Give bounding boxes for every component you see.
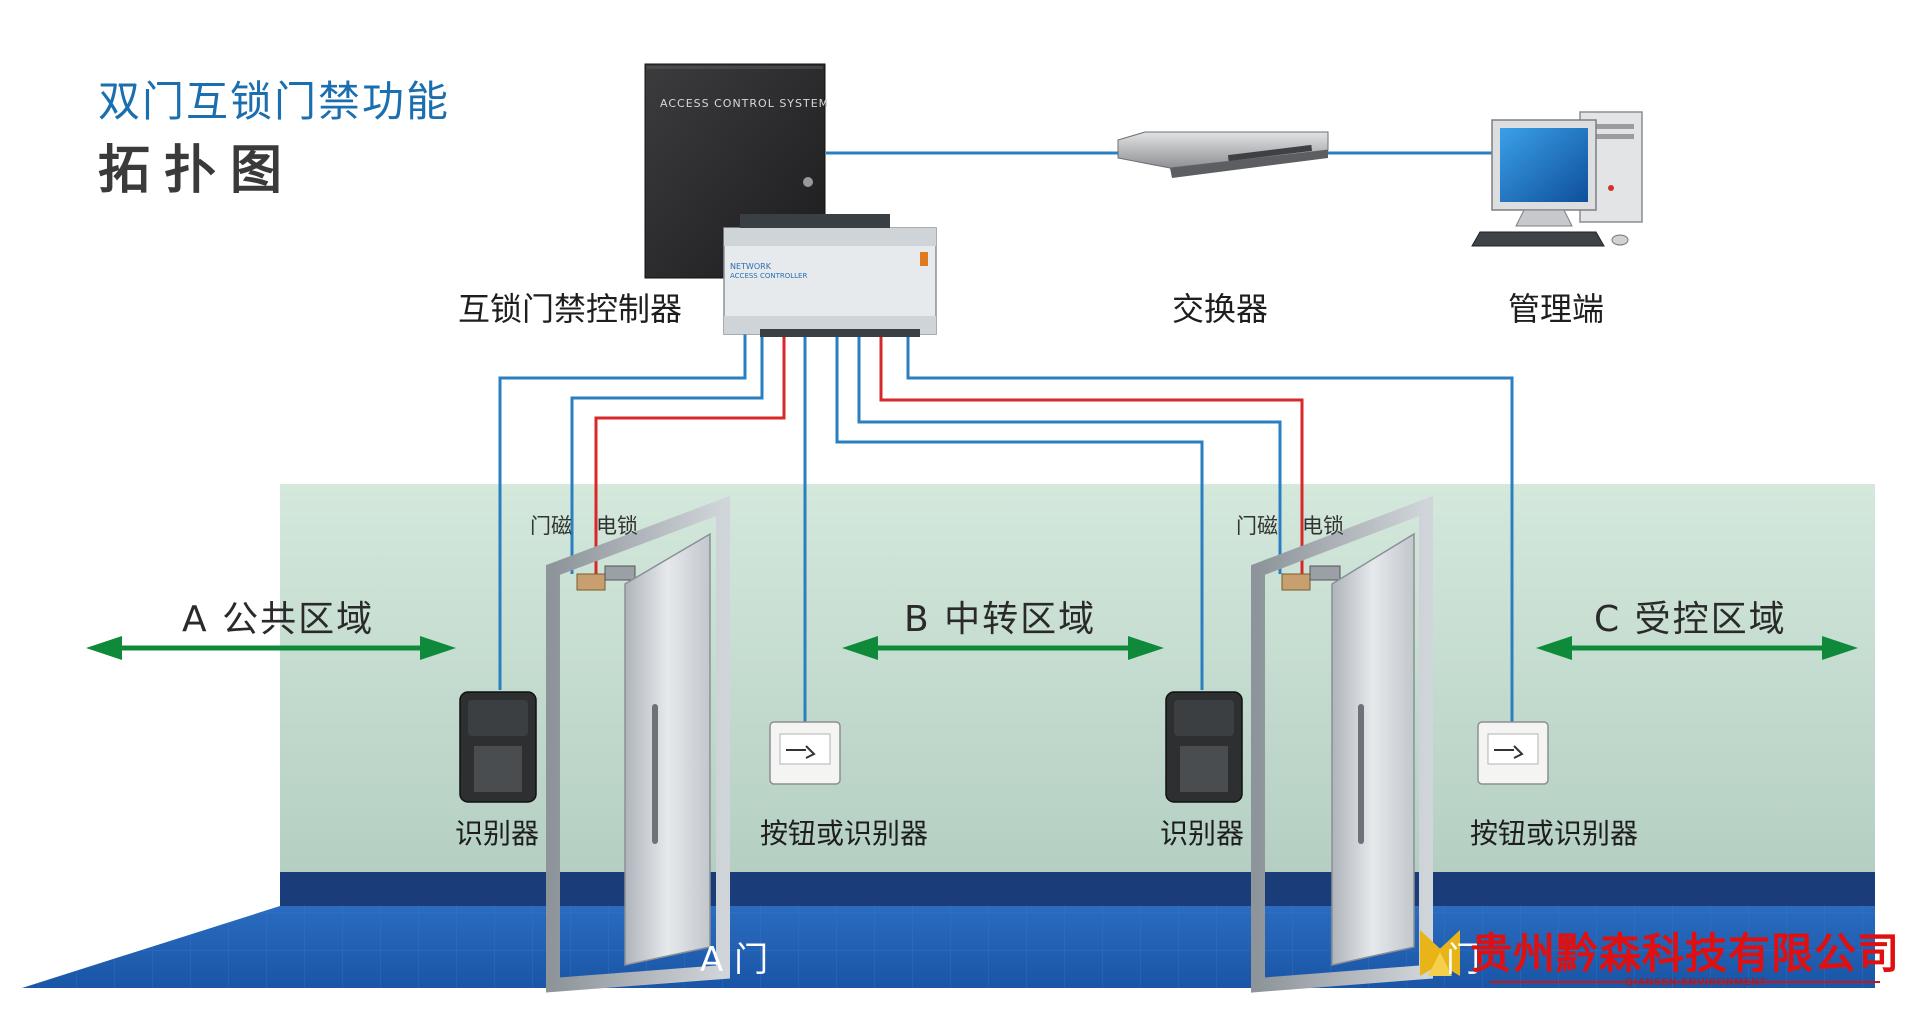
switch-label: 交换器 — [1172, 290, 1269, 328]
door-a-sensor-label: 门磁 — [530, 514, 572, 538]
network-access-controller — [723, 214, 937, 337]
company-name: 贵州黔森科技有限公司 — [1470, 929, 1901, 978]
card-reader-a — [459, 691, 537, 803]
zone-b-label: B 中转区域 — [904, 599, 1097, 640]
room-skirting — [280, 872, 1875, 908]
door-b-leaf — [1331, 532, 1415, 966]
reader-a-label: 识别器 — [455, 817, 540, 850]
door-a-electric-lock — [604, 565, 636, 581]
wire-sensor-b — [857, 333, 1282, 574]
company-logo — [1420, 930, 1880, 983]
page-subtitle: 拓扑图 — [98, 141, 297, 201]
controller-text-network: NETWORK — [730, 262, 771, 271]
wire-lock-b — [879, 333, 1304, 574]
door-a-frame — [546, 495, 730, 993]
page-title: 双门互锁门禁功能 — [98, 77, 451, 126]
door-a-lock-label: 电锁 — [596, 514, 638, 538]
cabinet-text: ACCESS CONTROL SYSTEM — [660, 97, 830, 110]
exit-button-b — [1477, 721, 1549, 785]
management-pc — [1471, 111, 1643, 247]
door-b-lock-label: 电锁 — [1302, 514, 1344, 538]
room-wall — [280, 484, 1875, 874]
network-switch — [1117, 131, 1329, 178]
wire-reader-a — [498, 333, 747, 690]
zone-c-label: C 受控区域 — [1594, 599, 1787, 640]
zone-a-label: A 公共区域 — [182, 599, 375, 640]
reader-b-label: 识别器 — [1160, 817, 1245, 850]
door-b-sensor — [1281, 573, 1311, 591]
controller-text-access: ACCESS CONTROLLER — [730, 272, 808, 280]
wire-reader-b — [835, 333, 1204, 690]
door-b-electric-lock — [1309, 565, 1341, 581]
zone-arrow-b — [842, 636, 1164, 660]
controller-label: 互锁门禁控制器 — [458, 290, 683, 328]
wire-button-b — [906, 333, 1514, 722]
button-b-label: 按钮或识别器 — [1470, 817, 1639, 850]
card-reader-b — [1165, 691, 1243, 803]
zone-arrow-a — [86, 636, 456, 660]
door-b-label: 门 — [1446, 940, 1480, 980]
button-a-label: 按钮或识别器 — [760, 817, 929, 850]
door-a-sensor — [576, 573, 606, 591]
company-english: QIANSEN ENVIRONMENT — [1625, 977, 1767, 988]
door-a-label: A 门 — [700, 940, 769, 980]
wire-lock-a — [594, 333, 786, 574]
wire-sensor-a — [570, 333, 764, 574]
door-b-sensor-label: 门磁 — [1236, 514, 1278, 538]
door-a-leaf — [624, 532, 711, 966]
zone-arrow-c — [1536, 636, 1858, 660]
exit-button-a — [769, 721, 841, 785]
management-label: 管理端 — [1508, 290, 1605, 328]
